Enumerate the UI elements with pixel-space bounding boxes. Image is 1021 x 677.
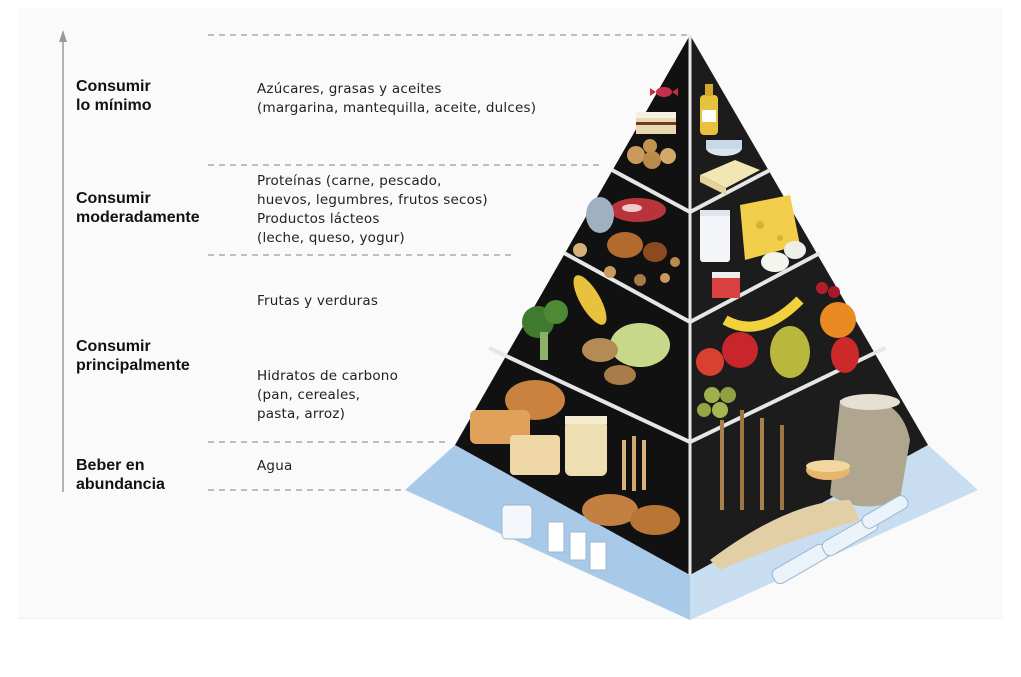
level-arrow (59, 30, 67, 492)
nuts-icon (573, 243, 680, 286)
fruit-veg-tier-foods (522, 275, 859, 418)
yogurt-icon (712, 272, 740, 298)
potatoes-icon (582, 338, 636, 385)
margarine-tub-icon (706, 140, 742, 156)
cookies-icon (627, 139, 676, 169)
bottom-strip (18, 618, 1003, 669)
rice-icon (710, 500, 860, 570)
candy-icon (650, 87, 678, 97)
food-group-water: Agua (257, 458, 293, 474)
pepper-icon (831, 337, 859, 373)
category-consume-mainly: Consumir principalmente (76, 338, 190, 374)
banana-icon (722, 296, 804, 332)
orange-icon (820, 302, 856, 338)
flour-sack-icon (830, 394, 910, 507)
bread-icon (470, 380, 565, 475)
food-group-dairy: Productos lácteos (leche, queso, yogur) (257, 211, 405, 246)
top-tier-foods (627, 84, 760, 195)
broccoli-icon (522, 300, 568, 360)
pear-icon (770, 326, 810, 378)
category-consume-moderately: Consumir moderadamente (76, 190, 200, 226)
protein-tier-foods (573, 195, 806, 298)
milk-glass-icon (700, 210, 730, 262)
pasta-bowl-icon (806, 460, 850, 480)
pastry-icon (636, 112, 676, 134)
grapes-icon (697, 387, 736, 418)
meat-icon (610, 198, 666, 222)
eggs-icon (761, 241, 806, 272)
water-tier-objects (501, 495, 909, 585)
guide-lines (208, 34, 690, 491)
wheat-icon (720, 410, 784, 510)
water-bottle-icon (771, 495, 909, 585)
buns-icon (582, 494, 680, 535)
lettuce-icon (610, 323, 670, 367)
corn-icon (573, 275, 607, 325)
food-group-fruits-vegetables: Frutas y verduras (257, 293, 379, 309)
cheese-icon (740, 195, 800, 260)
category-consume-minimum: Consumir lo mínimo (76, 78, 152, 114)
carbs-tier-foods (470, 380, 910, 570)
butter-icon (700, 160, 760, 195)
cereal-jar-icon (565, 416, 607, 476)
food-group-carbohydrates: Hidratos de carbono (pan, cereales, past… (257, 368, 399, 422)
water-glass-icon (547, 521, 607, 571)
cherries-icon (816, 282, 840, 298)
water-glass-icon (501, 504, 533, 540)
breadsticks-icon (622, 436, 646, 491)
food-group-proteins: Proteínas (carne, pescado, huevos, legum… (257, 173, 488, 208)
food-group-sugars-fats: Azúcares, grasas y aceites (margarina, m… (257, 81, 537, 116)
fish-icon (586, 197, 614, 233)
chicken-icon (607, 232, 667, 262)
oil-bottle-icon (700, 84, 718, 135)
apple-icon (696, 332, 758, 376)
category-drink-plenty: Beber en abundancia (76, 457, 165, 493)
